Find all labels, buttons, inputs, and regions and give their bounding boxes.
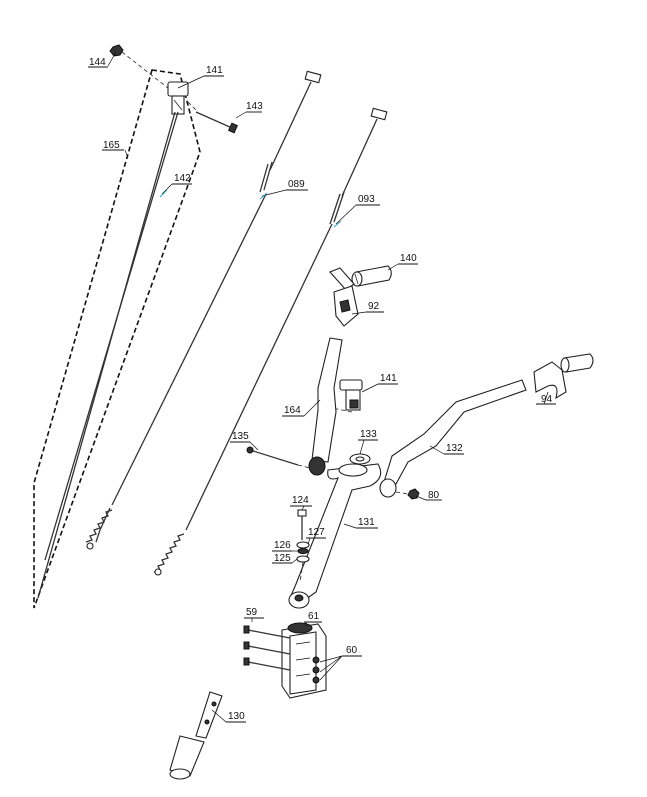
part-135-rod <box>246 446 299 466</box>
label-94: 94 <box>541 394 553 405</box>
label-093: 093 <box>358 194 375 205</box>
label-144: 144 <box>89 57 106 68</box>
part-140-grip <box>351 265 392 287</box>
part-94-throttle <box>533 353 594 400</box>
part-144-nut <box>109 44 124 57</box>
label-130: 130 <box>228 711 245 722</box>
label-131: 131 <box>358 517 375 528</box>
label-142: 142 <box>174 173 191 184</box>
label-133: 133 <box>360 429 377 440</box>
label-141-top: 141 <box>206 65 223 76</box>
part-126-washer <box>297 548 309 554</box>
leader-lines <box>88 51 556 723</box>
part-59-bolts <box>243 625 291 671</box>
label-125: 125 <box>274 553 291 564</box>
label-60: 60 <box>346 645 358 656</box>
part-131-column <box>288 463 382 609</box>
part-60-nuts <box>312 656 320 684</box>
spring-093 <box>153 533 185 573</box>
part-093-cable <box>153 107 388 576</box>
part-130-post <box>169 691 223 780</box>
part-141-clamp-top <box>167 81 189 115</box>
part-92-lever <box>329 267 359 327</box>
part-132-right-handlebar <box>379 379 527 498</box>
part-143-bolt <box>195 111 239 134</box>
part-141-clamp <box>339 379 363 411</box>
label-164: 164 <box>284 405 301 416</box>
label-089: 089 <box>288 179 305 190</box>
label-127: 127 <box>308 527 325 538</box>
label-59: 59 <box>246 607 258 618</box>
label-61: 61 <box>308 611 320 622</box>
label-92: 92 <box>368 301 380 312</box>
part-164-left-handlebar <box>308 337 343 476</box>
part-089-cable <box>85 70 322 550</box>
spring-089 <box>85 509 113 543</box>
label-124: 124 <box>292 495 309 506</box>
label-126: 126 <box>274 540 291 551</box>
label-165: 165 <box>103 140 120 151</box>
label-132: 132 <box>446 443 463 454</box>
label-140: 140 <box>400 253 417 264</box>
part-127-washer <box>296 541 310 549</box>
label-80: 80 <box>428 490 440 501</box>
part-142-cable <box>37 111 179 599</box>
part-125-nut <box>296 555 310 563</box>
label-135: 135 <box>232 431 249 442</box>
label-141-lower: 141 <box>380 373 397 384</box>
label-143: 143 <box>246 101 263 112</box>
part-80-nut <box>407 488 420 500</box>
part-124-bolt <box>297 509 307 540</box>
